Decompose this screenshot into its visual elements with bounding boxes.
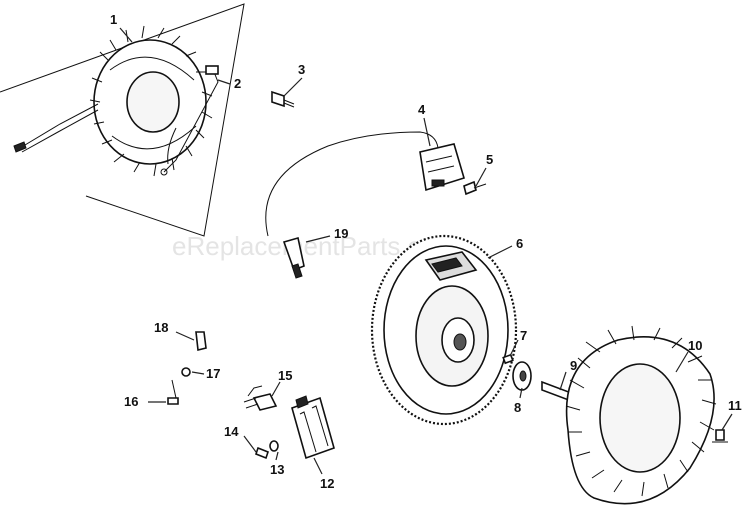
part-12-regulator[interactable] bbox=[291, 395, 335, 460]
part-4-ignition-module[interactable] bbox=[265, 131, 465, 237]
callout-2: 2 bbox=[234, 76, 241, 91]
part-10-fan[interactable] bbox=[565, 325, 717, 505]
callout-13: 13 bbox=[270, 462, 284, 477]
callout-14: 14 bbox=[224, 424, 239, 439]
callout-15: 15 bbox=[278, 368, 292, 383]
part-3-screw[interactable] bbox=[271, 90, 295, 108]
callout-10: 10 bbox=[688, 338, 702, 353]
callout-18: 18 bbox=[154, 320, 168, 335]
part-6-flywheel[interactable] bbox=[370, 234, 518, 426]
part-17-nut[interactable] bbox=[181, 367, 191, 377]
callout-4: 4 bbox=[418, 102, 426, 117]
callout-8: 8 bbox=[514, 400, 521, 415]
callout-12: 12 bbox=[320, 476, 334, 491]
callout-19: 19 bbox=[334, 226, 348, 241]
part-8-washer[interactable] bbox=[512, 361, 532, 391]
callout-17: 17 bbox=[206, 366, 220, 381]
callout-11: 11 bbox=[728, 398, 742, 413]
part-7-key[interactable] bbox=[502, 353, 514, 365]
part-1-stator[interactable] bbox=[0, 3, 245, 237]
stator-lead-terminal bbox=[13, 141, 27, 153]
callout-16: 16 bbox=[124, 394, 138, 409]
part-15-connector[interactable] bbox=[243, 385, 278, 411]
part-18-bracket[interactable] bbox=[195, 331, 207, 351]
part-5-screw[interactable] bbox=[463, 180, 487, 196]
part-11-screw[interactable] bbox=[712, 429, 728, 443]
callout-5: 5 bbox=[486, 152, 493, 167]
callout-1: 1 bbox=[110, 12, 117, 27]
part-13-nut[interactable] bbox=[269, 440, 279, 452]
callout-6: 6 bbox=[516, 236, 523, 251]
part-2-bracket[interactable] bbox=[160, 65, 219, 176]
part-19-spark-plug-terminal[interactable] bbox=[282, 236, 305, 279]
stator-body bbox=[89, 25, 213, 177]
part-14-screw[interactable] bbox=[255, 446, 269, 460]
callout-3: 3 bbox=[298, 62, 305, 77]
leader-lines bbox=[119, 27, 733, 475]
stator-lead-wire bbox=[19, 103, 99, 153]
callout-7: 7 bbox=[520, 328, 527, 343]
callout-9: 9 bbox=[570, 358, 577, 373]
callout-labels: 1 2 3 4 5 6 7 8 9 10 11 12 13 14 15 16 1… bbox=[110, 12, 742, 491]
part-16-bracket[interactable] bbox=[167, 379, 179, 405]
